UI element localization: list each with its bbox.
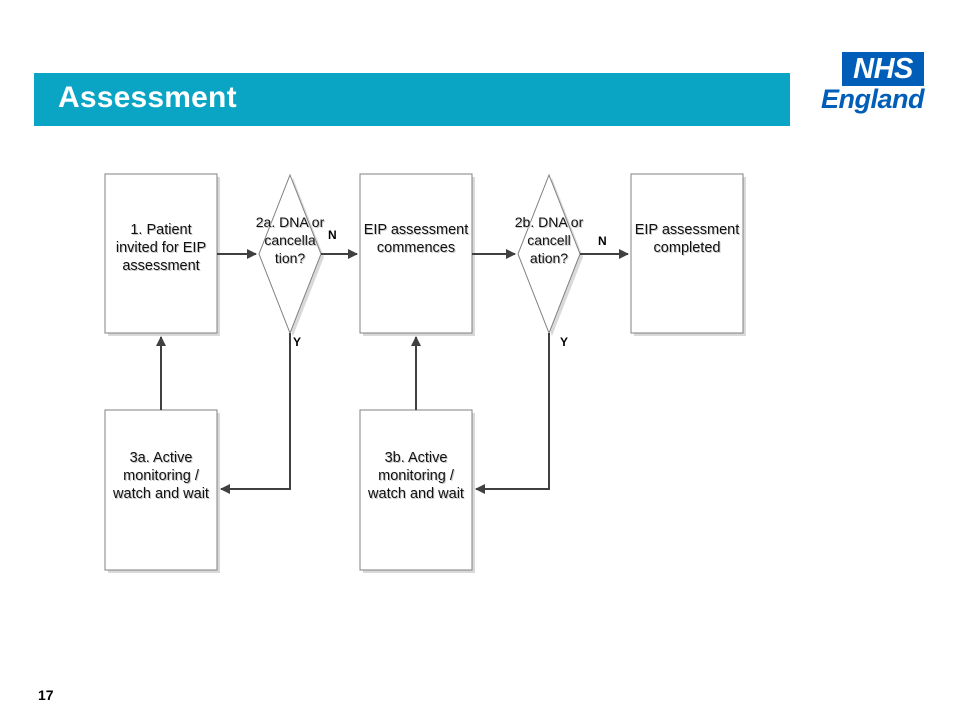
page-title: Assessment — [58, 81, 237, 114]
node-active-monitoring-3b-label: 3b. Active monitoring / watch and wait — [368, 450, 464, 502]
box-patient-invited — [104, 173, 220, 336]
node-decision-2a-label: 2a. DNA or cancella tion? — [255, 214, 325, 266]
box-assessment-commences — [359, 173, 475, 336]
arrow-2b-to-3b — [475, 333, 550, 494]
box-active-monitoring-3b — [359, 409, 475, 573]
arrow-2a-to-3a — [220, 333, 291, 494]
node-active-monitoring-3a-label: 3a. Active monitoring / watch and wait — [113, 450, 209, 502]
nhs-logo-box: NHS — [842, 52, 924, 86]
box-active-monitoring-3a — [104, 409, 220, 573]
nhs-england-logo: NHS England — [820, 52, 925, 116]
nhs-logo-region: England — [821, 84, 925, 114]
box-assessment-completed — [630, 173, 746, 336]
decision-2b — [517, 173, 583, 336]
node-patient-invited-label: 1. Patient invited for EIP assessment — [115, 222, 207, 274]
node-assessment-commences-label: EIP assessment commences — [363, 222, 469, 256]
edge-label-yes-2a: Y — [293, 335, 302, 349]
node-assessment-completed-label: EIP assessment completed — [634, 222, 740, 256]
edge-label-yes-2b: Y — [560, 335, 569, 349]
title-bar: Assessment — [34, 73, 790, 126]
edge-label-no-2a: N — [328, 228, 337, 242]
node-decision-2b-label: 2b. DNA or cancell ation? — [514, 214, 584, 266]
decision-2a — [258, 173, 324, 336]
edge-label-no-2b: N — [598, 234, 607, 248]
page-number: 17 — [38, 687, 54, 703]
